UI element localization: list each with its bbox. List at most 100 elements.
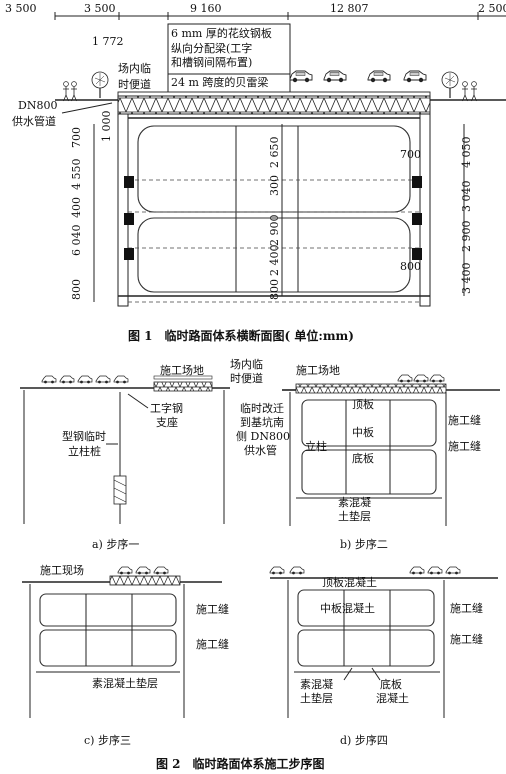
fig2b-bottom-slab: 底板 xyxy=(352,451,374,465)
fig1-dim-top-5: 2 500 xyxy=(478,2,506,15)
fig1-dim-700-right: 700 xyxy=(400,148,421,161)
fig2a-beam-1: 工字钢 xyxy=(150,401,183,415)
car-icon xyxy=(269,566,285,575)
fig2b-road-1: 场内临 xyxy=(230,357,263,371)
fig2c-site: 施工现场 xyxy=(40,563,84,577)
fig2c-caption: c) 步序三 xyxy=(84,733,131,747)
car-icon xyxy=(323,70,347,83)
car-icon xyxy=(153,566,169,575)
car-icon xyxy=(135,566,151,575)
fig1-label-plate: 6 mm 厚的花纹钢板 xyxy=(171,26,272,40)
fig2b-pipe-4: 供水管 xyxy=(244,443,277,457)
person-icon xyxy=(461,81,469,102)
fig2b-joint-2: 施工缝 xyxy=(448,439,481,453)
fig1-wall-left xyxy=(117,113,129,307)
car-icon xyxy=(429,374,445,383)
fig1-caption: 图 1 临时路面体系横断面图( 单位:mm) xyxy=(128,328,354,343)
fig1-dim-mid-5: 800 xyxy=(268,279,281,300)
fig2a-site: 施工场地 xyxy=(160,363,204,377)
fig1-dim-left-5: 800 xyxy=(70,279,83,300)
fig1-lower-chamber xyxy=(137,217,411,293)
car-icon xyxy=(77,375,93,384)
fig1-label-road-2: 时便道 xyxy=(118,77,151,91)
car-icon xyxy=(289,566,305,575)
car-icon xyxy=(113,375,129,384)
fig2-step-3: 施工现场 施工缝 施工缝 素混凝土垫层 c) 步序三 xyxy=(22,563,229,747)
fig2d-pad-2: 土垫层 xyxy=(300,691,333,705)
fig2d-mid-slab: 中板混凝土 xyxy=(320,601,375,615)
fig1-dim-right-1: 4 050 xyxy=(460,137,473,169)
fig1-dim-1000: 1 000 xyxy=(100,111,113,143)
fig2b-pipe-2: 到基坑南 xyxy=(240,415,284,429)
person-icon xyxy=(70,81,78,102)
fig2-step-1: 施工场地 工字钢 支座 型钢临时 立柱桩 a) 步序一 xyxy=(20,363,230,551)
car-icon xyxy=(413,374,429,383)
fig1-support-block xyxy=(124,248,134,260)
fig1-support-block xyxy=(412,248,422,260)
car-icon xyxy=(445,566,461,575)
fig1-dim-left-1: 700 xyxy=(70,127,83,148)
fig2d-joint-2: 施工缝 xyxy=(450,632,483,646)
fig1-dim-left-4: 6 040 xyxy=(70,225,83,257)
fig2b-pipe-1: 临时改迁 xyxy=(240,401,284,415)
fig2b-road-2: 时便道 xyxy=(230,371,263,385)
fig1-steel-plate xyxy=(117,91,431,97)
fig1-dim-top-4: 12 807 xyxy=(330,2,369,15)
fig2-step-2: 场内临 时便道 施工场地 临时改迁 到基坑南 侧 DN800 供水管 顶板 中板… xyxy=(230,357,500,551)
fig1-label-road-1: 场内临 xyxy=(118,61,151,75)
fig2b-pad-1: 素混凝 xyxy=(338,495,371,509)
fig2-caption: 图 2 临时路面体系施工步序图 xyxy=(156,756,325,771)
fig1-support-block xyxy=(412,213,422,225)
car-icon xyxy=(289,70,313,83)
car-icon xyxy=(95,375,111,384)
fig2b-column: 立柱 xyxy=(305,439,327,453)
fig2d-caption: d) 步序四 xyxy=(340,733,388,747)
car-icon xyxy=(117,566,133,575)
fig2c-joint-1: 施工缝 xyxy=(196,602,229,616)
fig1-dim-top-1: 3 500 xyxy=(5,2,37,15)
fig2d-bottom-1: 底板 xyxy=(380,677,402,691)
fig2a-caption: a) 步序一 xyxy=(92,537,139,551)
fig2a-pile-2: 立柱桩 xyxy=(68,444,101,458)
car-icon xyxy=(59,375,75,384)
car-icon xyxy=(427,566,443,575)
fig2c-pad: 素混凝土垫层 xyxy=(92,676,158,690)
fig2b-mid-slab: 中板 xyxy=(352,425,374,439)
fig1-dim-left-2: 4 550 xyxy=(70,159,83,191)
fig1-dim-mid-3: 2 900 xyxy=(268,215,281,247)
car-icon xyxy=(403,70,427,83)
fig1-label-bailey: 24 m 跨度的贝雷梁 xyxy=(171,75,268,89)
fig1-dim-right-4: 3 400 xyxy=(460,263,473,295)
fig2d-joint-1: 施工缝 xyxy=(450,601,483,615)
fig1-upper-chamber xyxy=(137,125,411,213)
fig1-dim-mid-1: 2 650 xyxy=(268,137,281,169)
fig2b-caption: b) 步序二 xyxy=(340,537,388,551)
fig1-support-block xyxy=(124,176,134,188)
fig1-dim-mid-2: 300 xyxy=(268,175,281,196)
car-icon xyxy=(397,374,413,383)
fig2c-joint-2: 施工缝 xyxy=(196,637,229,651)
person-icon xyxy=(470,81,478,102)
fig2b-pipe-3: 侧 DN800 xyxy=(236,430,290,443)
fig1-dim-mid-4: 2 400 xyxy=(268,245,281,277)
tree-icon xyxy=(441,71,459,99)
fig1-label-beam-1: 纵向分配梁(工字 xyxy=(171,41,252,55)
person-icon xyxy=(62,81,70,102)
fig2-step-4: 顶板混凝土 中板混凝土 施工缝 施工缝 素混凝 土垫层 底板 混凝土 d) 步序… xyxy=(269,566,498,747)
fig1-dim-top-2: 3 500 xyxy=(84,2,116,15)
fig1-dim-right-2: 3 040 xyxy=(460,181,473,213)
tree-icon xyxy=(91,71,109,99)
fig1-label-pipe-1: DN800 xyxy=(18,99,57,112)
fig2d-bottom-2: 混凝土 xyxy=(376,691,409,705)
fig2d-pad-1: 素混凝 xyxy=(300,677,333,691)
fig1-dim-top-3: 9 160 xyxy=(190,2,222,15)
fig1-cross-section: 3 500 3 500 9 160 12 807 2 500 1 772 6 m… xyxy=(5,2,506,343)
fig1-dim-800-right: 800 xyxy=(400,260,421,273)
fig1-bailey-beam xyxy=(117,95,431,115)
fig1-support-block xyxy=(124,213,134,225)
fig2b-pad-2: 土垫层 xyxy=(338,509,371,523)
fig1-label-pipe-2: 供水管道 xyxy=(12,114,56,128)
fig1-dim-right-3: 2 900 xyxy=(460,221,473,253)
fig2a-pile-1: 型钢临时 xyxy=(62,429,106,443)
